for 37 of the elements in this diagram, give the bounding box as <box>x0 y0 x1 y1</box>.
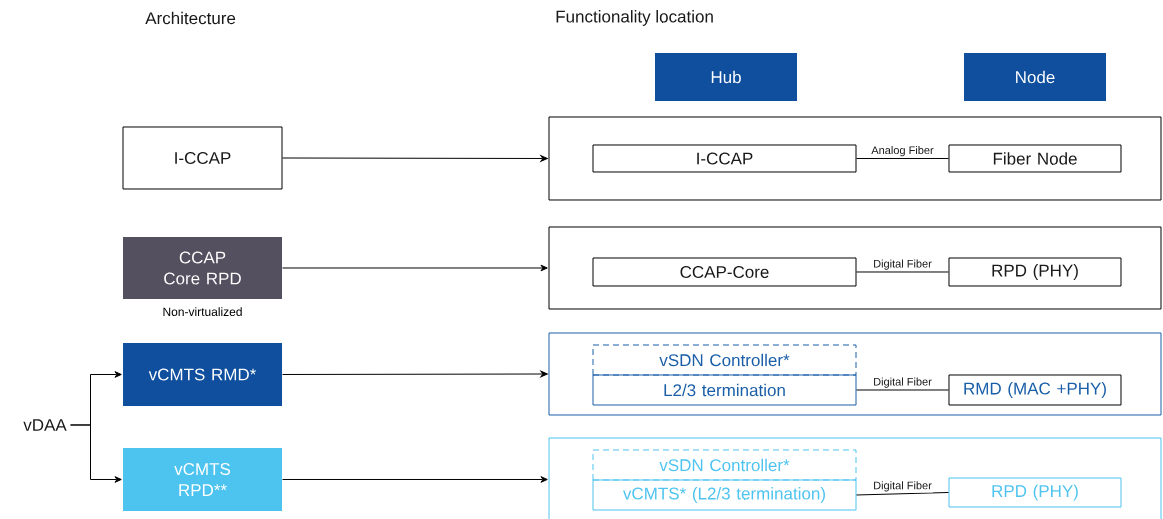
architecture-box: vCMTS RMD* <box>123 343 282 406</box>
arrow <box>282 476 548 483</box>
function-box: Fiber Node <box>948 144 1122 173</box>
function-box: RPD (PHY) <box>948 257 1122 287</box>
optional-function-box: vSDN Controller* <box>592 344 857 376</box>
edge-label: Analog Fiber <box>870 145 935 158</box>
location-panel <box>548 226 1162 310</box>
arrow <box>70 424 122 483</box>
arrow <box>282 155 548 162</box>
function-box: vCMTS* (L2/3 termination) <box>592 479 857 511</box>
column-header: Node <box>964 53 1106 101</box>
location-panel <box>548 116 1162 201</box>
function-box: L2/3 termination <box>592 374 857 406</box>
column-heading: Functionality location <box>556 10 713 26</box>
node-label: Non-virtualized <box>163 307 242 316</box>
edge-label: Digital Fiber <box>872 480 933 493</box>
edge-label: Digital Fiber <box>872 258 933 271</box>
arrow <box>282 264 548 272</box>
connector-line <box>856 271 949 273</box>
architecture-box: CCAP Core RPD <box>123 237 282 299</box>
edge-label: Digital Fiber <box>872 376 933 389</box>
connector-line <box>856 492 949 496</box>
function-box: CCAP-Core <box>592 257 857 287</box>
connector-line <box>856 158 949 159</box>
location-panel <box>548 437 1162 519</box>
location-panel <box>548 332 1162 416</box>
architecture-box: I-CCAP <box>122 126 283 190</box>
column-heading: Architecture <box>145 11 236 25</box>
architecture-box: vCMTS RPD** <box>123 448 282 511</box>
function-box: RPD (PHY) <box>948 477 1122 508</box>
function-box: RMD (MAC +PHY) <box>948 374 1122 406</box>
column-header: Hub <box>655 53 797 101</box>
connector-line <box>856 389 949 391</box>
branch-label: vDAA <box>23 419 67 431</box>
optional-function-box: vSDN Controller* <box>592 449 857 481</box>
arrow <box>282 370 548 378</box>
function-box: I-CCAP <box>592 144 857 173</box>
